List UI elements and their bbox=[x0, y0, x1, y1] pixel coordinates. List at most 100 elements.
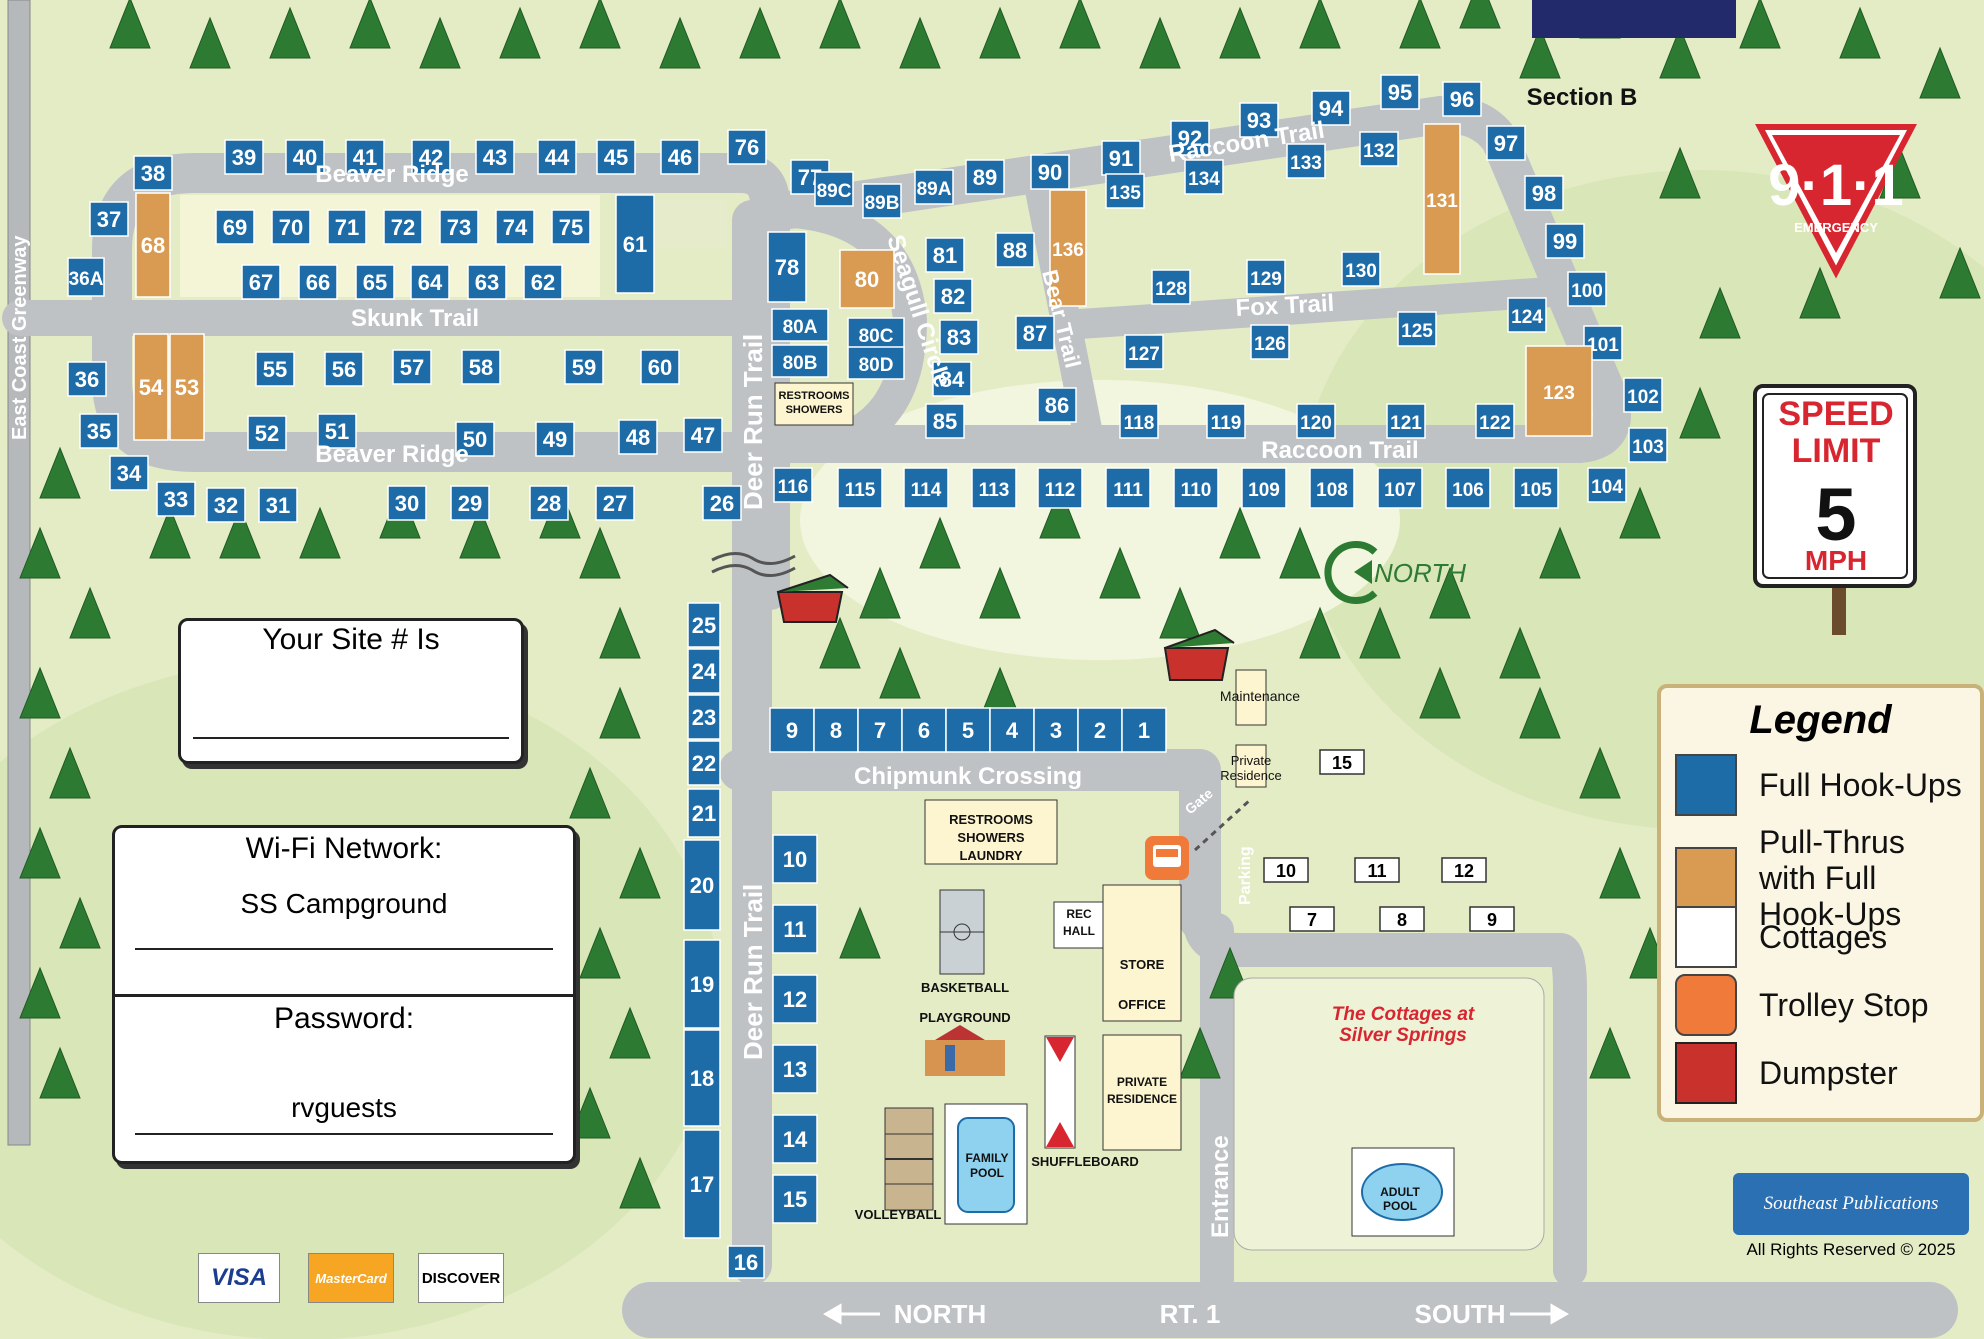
site-number: 68 bbox=[141, 233, 165, 258]
private-residence-small bbox=[1235, 744, 1267, 788]
site-number: 42 bbox=[419, 145, 443, 170]
site-number: 89 bbox=[973, 165, 997, 190]
site-number: 122 bbox=[1479, 413, 1511, 434]
site-number: 16 bbox=[734, 1250, 758, 1275]
site-number: 27 bbox=[603, 491, 627, 516]
site-number: 71 bbox=[335, 215, 359, 240]
site-28: 28 bbox=[529, 485, 569, 521]
site-pad bbox=[640, 349, 680, 385]
site-number: 43 bbox=[483, 145, 507, 170]
site-pad bbox=[133, 155, 173, 191]
site-number: 70 bbox=[279, 215, 303, 240]
site-32: 32 bbox=[206, 487, 246, 523]
label-deer1: Deer Run Trail bbox=[738, 334, 768, 510]
cottage-number: 9 bbox=[1487, 910, 1497, 930]
site-4: 4 bbox=[989, 707, 1035, 753]
site-number: 4 bbox=[1006, 718, 1019, 743]
site-103: 103 bbox=[1628, 427, 1668, 463]
visa-card-icon: VISA bbox=[198, 1253, 280, 1303]
site-pad bbox=[769, 707, 815, 753]
site-pad bbox=[772, 834, 818, 884]
site-number: 124 bbox=[1511, 307, 1543, 328]
site-number: 18 bbox=[690, 1066, 714, 1091]
site-94: 94 bbox=[1311, 90, 1351, 126]
site-64: 64 bbox=[410, 264, 450, 300]
site-number: 121 bbox=[1390, 413, 1422, 434]
site-number: 32 bbox=[214, 493, 238, 518]
volleyball-court bbox=[884, 1107, 934, 1211]
site-number: 6 bbox=[918, 718, 930, 743]
site-number: 128 bbox=[1155, 279, 1187, 300]
site-number: 58 bbox=[469, 355, 493, 380]
fox-trail-road bbox=[1050, 277, 1565, 340]
site-pad bbox=[1033, 707, 1079, 753]
site-11: 11 bbox=[772, 904, 818, 954]
site-116: 116 bbox=[773, 467, 813, 503]
site-number: 80B bbox=[783, 353, 818, 374]
site-number: 50 bbox=[463, 427, 487, 452]
site-72: 72 bbox=[383, 209, 423, 245]
site-135: 135 bbox=[1105, 173, 1145, 209]
site-36a: 36A bbox=[67, 257, 105, 297]
site-pad bbox=[156, 481, 196, 517]
pine-tree-icon bbox=[1939, 246, 1981, 299]
pine-tree-icon bbox=[979, 6, 1021, 59]
pine-tree-icon bbox=[1579, 746, 1621, 799]
label-pg: PLAYGROUND bbox=[919, 1010, 1010, 1025]
publisher-name: Southeast Publications bbox=[1763, 1193, 1939, 1214]
site-pad bbox=[1296, 403, 1336, 439]
site-pad bbox=[773, 467, 813, 503]
site-number: 36 bbox=[75, 367, 99, 392]
site-number: 102 bbox=[1627, 387, 1659, 408]
site-pad bbox=[1475, 403, 1515, 439]
site-number: 26 bbox=[710, 491, 734, 516]
site-65: 65 bbox=[355, 264, 395, 300]
site-pad bbox=[439, 209, 479, 245]
legend-item-pull-thrus: Pull-Thrus with Full Hook-Ups bbox=[1675, 824, 1969, 932]
site-pad bbox=[1170, 120, 1210, 156]
site-number: 127 bbox=[1128, 344, 1160, 365]
site-pad bbox=[1524, 175, 1564, 211]
pine-tree-icon bbox=[1519, 26, 1561, 79]
site-pad bbox=[241, 264, 281, 300]
label-sp5: 5 bbox=[1815, 473, 1856, 556]
pine-tree-icon bbox=[219, 506, 261, 559]
site-number: 114 bbox=[911, 480, 942, 501]
site-number: 85 bbox=[933, 409, 957, 434]
site-1: 1 bbox=[1121, 707, 1167, 753]
site-number: 10 bbox=[783, 847, 807, 872]
site-87: 87 bbox=[1015, 315, 1055, 351]
site-pad bbox=[1623, 377, 1663, 413]
cottage-10: 10 bbox=[1263, 857, 1309, 883]
label-cot2: Silver Springs bbox=[1339, 1025, 1467, 1046]
site-pad bbox=[1173, 467, 1219, 509]
site-36: 36 bbox=[67, 361, 107, 397]
site-121: 121 bbox=[1386, 403, 1426, 439]
site-107: 107 bbox=[1377, 467, 1423, 509]
pine-tree-icon bbox=[499, 6, 541, 59]
site-pad bbox=[945, 707, 991, 753]
site-56: 56 bbox=[324, 351, 364, 387]
site-112: 112 bbox=[1037, 467, 1083, 509]
site-108: 108 bbox=[1309, 467, 1355, 509]
site-number: 126 bbox=[1254, 334, 1286, 355]
site-number: 74 bbox=[503, 215, 528, 240]
site-113: 113 bbox=[971, 467, 1017, 509]
blue-swatch-icon bbox=[1675, 754, 1737, 816]
site-110: 110 bbox=[1173, 467, 1219, 509]
cottage-7: 7 bbox=[1289, 906, 1335, 932]
site-number: 80D bbox=[859, 355, 894, 376]
label-fp1: FAMILY bbox=[966, 1151, 1009, 1165]
legend-item-dumpster: Dumpster bbox=[1675, 1042, 1898, 1104]
site-number: 99 bbox=[1553, 229, 1577, 254]
site-number: 107 bbox=[1384, 480, 1416, 501]
pine-tree-icon bbox=[839, 906, 881, 959]
site-number: 23 bbox=[692, 705, 716, 730]
label-prm1: PRIVATE bbox=[1117, 1075, 1167, 1089]
pine-tree-icon bbox=[1419, 666, 1461, 719]
label-rl2: SHOWERS bbox=[957, 830, 1025, 845]
site-number: 51 bbox=[325, 419, 349, 444]
legend-label: Pull-Thrus with Full Hook-Ups bbox=[1759, 824, 1905, 932]
site-39: 39 bbox=[224, 139, 264, 175]
site-25: 25 bbox=[687, 602, 721, 648]
